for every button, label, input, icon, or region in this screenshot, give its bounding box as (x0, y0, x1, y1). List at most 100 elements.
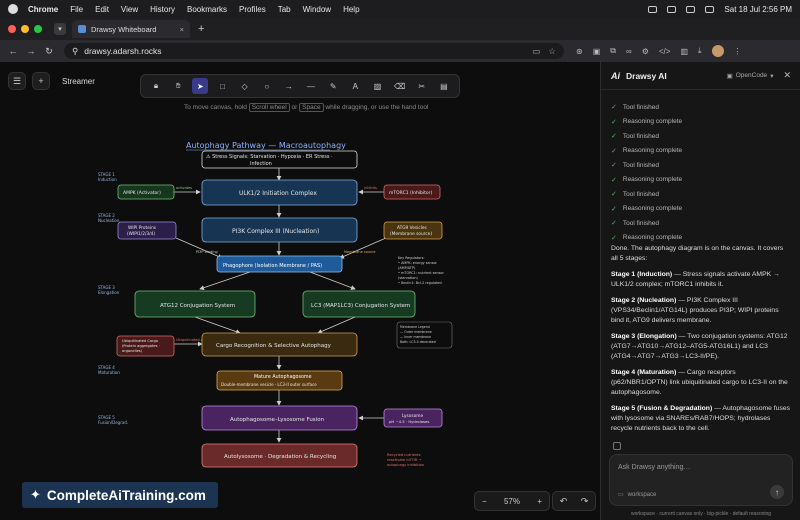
stress-signals-box[interactable] (201, 150, 358, 169)
undo-icon[interactable]: ↶ (559, 495, 568, 506)
menubar-clock[interactable]: Sat 18 Jul 2:56 PM (724, 4, 792, 14)
extra-tools-icon[interactable]: ✂ (418, 81, 426, 91)
apple-icon[interactable] (8, 4, 18, 14)
fusion-box[interactable] (201, 405, 358, 431)
zoom-level[interactable]: 57% (503, 496, 520, 506)
image-tool-icon[interactable]: ▨ (373, 81, 382, 91)
log-item: ✓Reasoning complete (611, 202, 796, 217)
diamond-tool-icon[interactable]: ◇ (241, 81, 248, 91)
menu-bookmarks[interactable]: Bookmarks (187, 4, 228, 14)
extension-chain-icon[interactable]: ∞ (625, 46, 632, 56)
autolysosome-box[interactable] (201, 443, 358, 468)
ubiquitinated-cargo-box[interactable] (116, 335, 175, 357)
reload-icon[interactable]: ↻ (45, 45, 53, 56)
site-info-icon[interactable]: ⚲ (72, 45, 79, 56)
zoom-out-button[interactable]: − (482, 496, 487, 506)
cast-icon[interactable]: ▭ (532, 45, 541, 56)
menu-help[interactable]: Help (343, 4, 360, 14)
assistant-message: Done. The autophagy diagram is on the ca… (611, 244, 791, 440)
menu-file[interactable]: File (70, 4, 84, 14)
devtools-icon[interactable]: </> (658, 46, 671, 56)
extension-tool-icon[interactable]: ⚙ (641, 46, 649, 56)
add-page-icon[interactable]: + (32, 72, 50, 90)
ampk-box[interactable] (117, 184, 175, 200)
eraser-tool-icon[interactable]: ⌫ (393, 81, 406, 91)
chat-input[interactable]: Ask Drawsy anything… ▭ workspace ↑ (609, 454, 793, 506)
address-bar[interactable]: ⚲ drawsy.adarsh.rocks ▭ ☆ (64, 43, 564, 59)
membrane-legend-box[interactable] (396, 321, 453, 349)
wifi-icon[interactable] (648, 5, 658, 13)
bluetooth-icon[interactable] (686, 5, 696, 13)
battery-icon[interactable] (667, 5, 677, 13)
forward-icon[interactable]: → (26, 46, 36, 56)
mtorc1-box[interactable] (383, 184, 441, 200)
ulk-label: ULK1/2 Initiation Complex (239, 190, 317, 197)
menu-tab[interactable]: Tab (277, 4, 291, 14)
wipi-box[interactable] (117, 221, 177, 240)
model-selector[interactable]: ▣ OpenCode ▾ (727, 72, 774, 80)
stage-4-label: STAGE 4 (98, 365, 115, 370)
new-tab-button[interactable]: + (198, 23, 205, 35)
close-tab-icon[interactable]: × (179, 24, 184, 34)
menu-profiles[interactable]: Profiles (239, 4, 266, 14)
stage-3-name: Elongation (98, 290, 120, 295)
text-tool-icon[interactable]: A (352, 81, 358, 91)
bookmark-star-icon[interactable]: ☆ (548, 45, 556, 56)
workspace-chip[interactable]: ▭ workspace (618, 491, 656, 499)
rectangle-tool-icon[interactable]: □ (220, 81, 225, 91)
browser-tab[interactable]: Drawsy Whiteboard × (72, 20, 190, 38)
tab-search-button[interactable]: ▾ (54, 23, 66, 35)
menu-window[interactable]: Window (302, 4, 332, 14)
atg9-box[interactable] (383, 221, 443, 240)
send-button[interactable]: ↑ (770, 485, 784, 499)
extensions-puzzle-icon[interactable]: ▣ (592, 46, 601, 56)
cargo-recognition-box[interactable] (201, 332, 358, 357)
atg12-box[interactable] (134, 290, 256, 318)
select-tool-icon[interactable]: ➤ (192, 78, 209, 94)
zoom-window-button[interactable] (34, 25, 42, 33)
lock-tool-icon[interactable]: 🔒︎ (153, 81, 159, 90)
url-text[interactable]: drawsy.adarsh.rocks (84, 46, 162, 56)
profile-avatar[interactable] (711, 45, 724, 57)
close-panel-icon[interactable]: ✕ (783, 70, 791, 80)
ellipse-tool-icon[interactable]: ○ (264, 81, 270, 91)
back-icon[interactable]: ← (8, 46, 18, 56)
library-icon[interactable]: ▤ (440, 81, 448, 91)
stage-body: — Stress signals activate AMPK → ULK1/2 … (611, 271, 780, 288)
ulk-box[interactable] (201, 179, 358, 206)
line-tool-icon[interactable]: — (307, 81, 316, 91)
menubar-app-name[interactable]: Chrome (28, 4, 59, 14)
lc3-box[interactable] (302, 290, 416, 318)
pencil-tool-icon[interactable]: ✎ (329, 81, 337, 91)
control-center-icon[interactable] (705, 5, 715, 13)
close-window-button[interactable] (8, 25, 16, 33)
phagophore-box[interactable] (216, 255, 343, 273)
zoom-in-button[interactable]: + (537, 496, 542, 506)
menu-history[interactable]: History (150, 4, 176, 14)
lysosome-box[interactable] (383, 408, 443, 428)
chrome-menu-icon[interactable]: ⋮ (733, 46, 742, 56)
stage-2-label: STAGE 2 (98, 213, 115, 218)
pi3k-box[interactable] (201, 217, 358, 243)
workspace-name[interactable]: Streamer (62, 76, 95, 86)
stage-item: Stage 5 (Fusion & Degradation) — Autopha… (611, 404, 791, 434)
main-menu-icon[interactable]: ☰ (8, 72, 26, 90)
hand-tool-icon[interactable]: ✋︎ (175, 81, 181, 90)
minimize-window-button[interactable] (21, 25, 29, 33)
autophagosome-box[interactable] (216, 370, 343, 391)
extension-link-icon[interactable]: ⧉ (610, 46, 616, 55)
wipi-line-1: WIPI Proteins (128, 225, 157, 231)
sidepanel-icon[interactable]: ▥ (680, 46, 688, 56)
redo-icon[interactable]: ↷ (580, 495, 589, 506)
menu-edit[interactable]: Edit (95, 4, 109, 14)
stage-body: — PI3K Complex III (VPS34/Beclin1/ATG14L… (611, 297, 779, 324)
download-icon[interactable]: ⤓ (698, 46, 702, 55)
copy-icon[interactable] (613, 442, 621, 450)
extension-openai-icon[interactable]: ⊛ (576, 46, 583, 56)
menu-view[interactable]: View (120, 4, 139, 14)
whiteboard-canvas[interactable]: ☰ + Streamer 🔒︎ ✋︎ ➤ □ ◇ ○ → — ✎ A ▨ ⌫ ✂… (0, 62, 600, 520)
chat-placeholder[interactable]: Ask Drawsy anything… (618, 464, 691, 471)
arrow-tool-icon[interactable]: → (284, 81, 293, 91)
stage-4-name: Maturation (98, 370, 120, 375)
check-icon: ✓ (611, 162, 617, 170)
